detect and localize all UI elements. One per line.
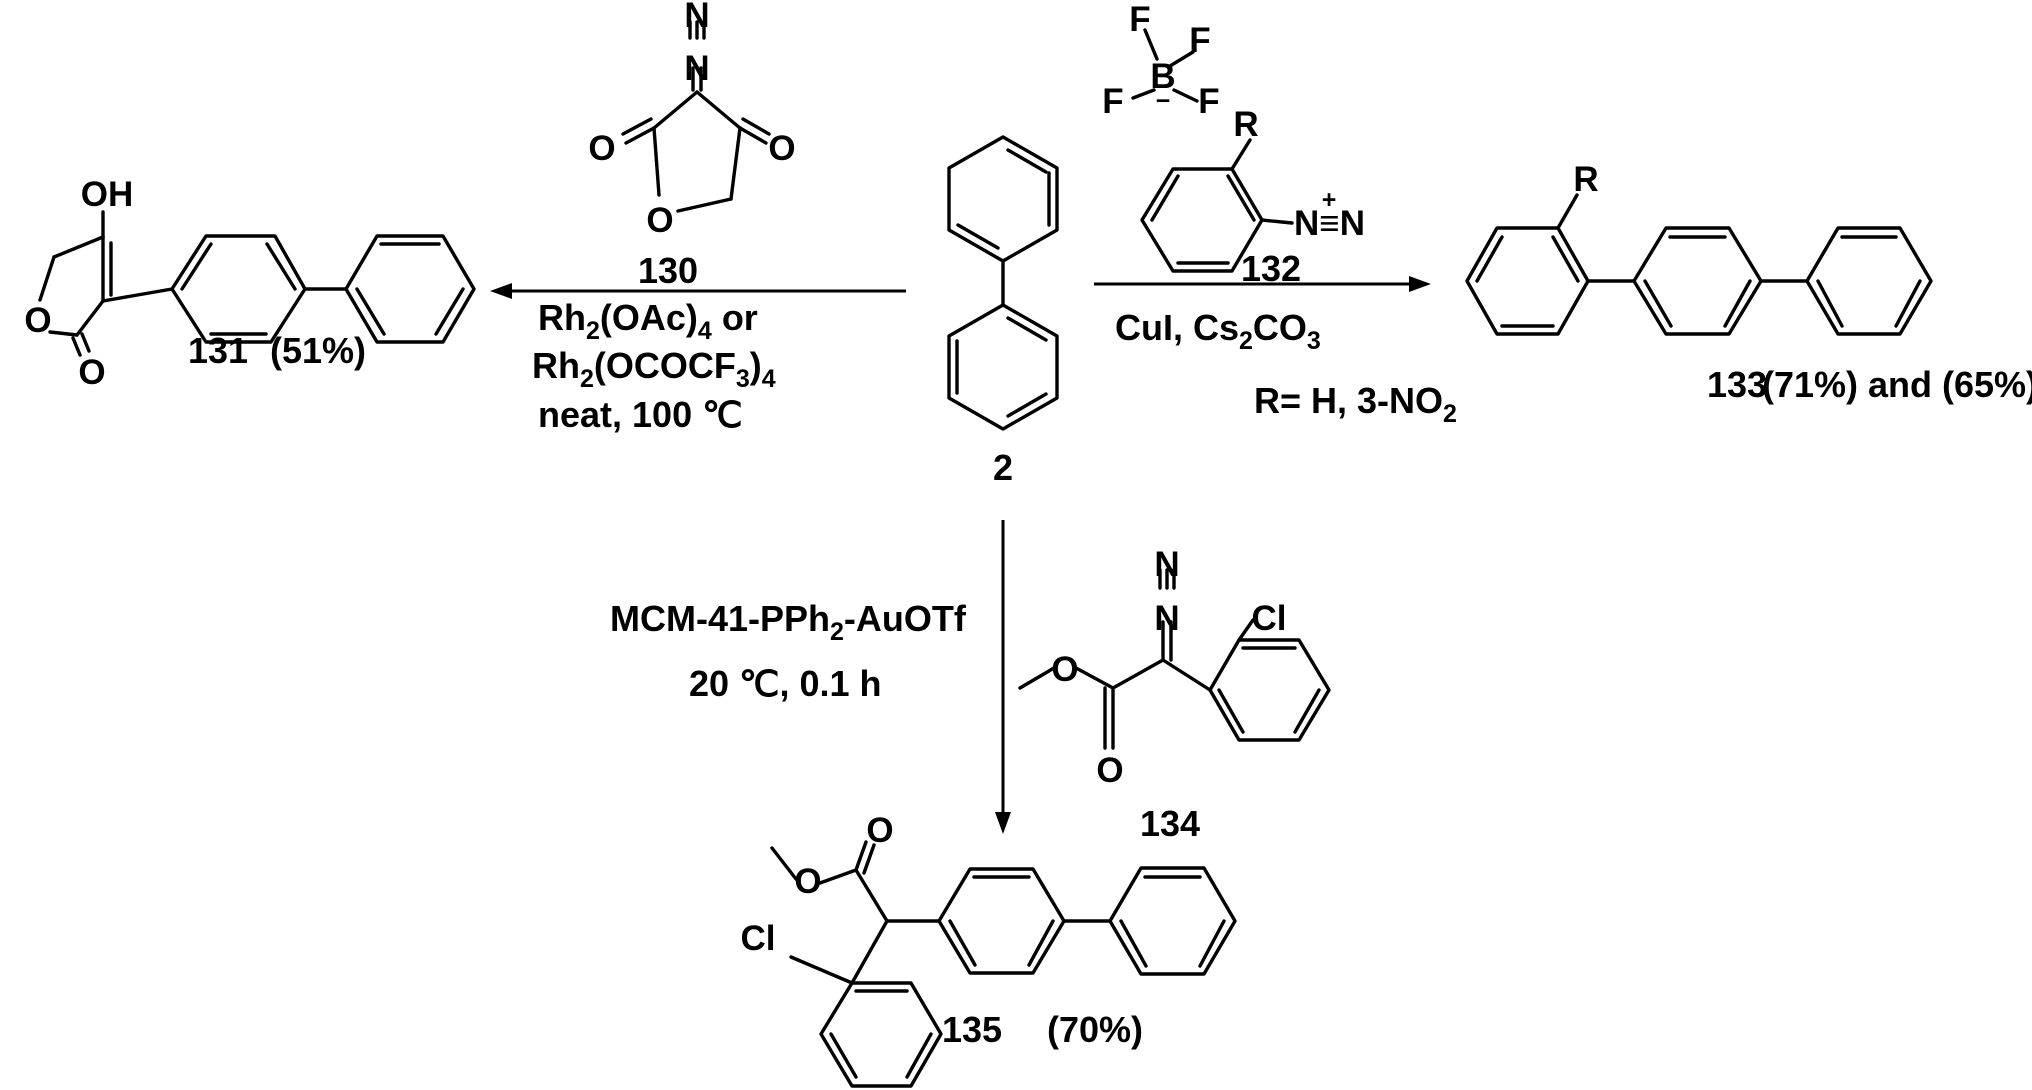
atom-o-131-ring: O (24, 301, 51, 340)
compound-134-structure (1018, 568, 1331, 750)
compound-130-label: 130 (638, 250, 698, 291)
compound-135-label: 135 (942, 1009, 1002, 1050)
atom-n-130a: N (684, 0, 709, 35)
right-r-groups: R= H, 3-NO2 (1254, 380, 1457, 428)
atom-f-132d: F (1198, 82, 1219, 121)
charge-minus-132: − (1156, 87, 1171, 115)
compound-2-structure (947, 135, 1059, 431)
charge-plus-132: + (1322, 186, 1337, 214)
left-catalyst-1: Rh2(OAc)4 or (538, 297, 758, 345)
compound-131-yield: (51%) (270, 330, 366, 371)
left-catalyst-2: Rh2(OCOCF3)4 (532, 345, 776, 393)
compound-133-yield: (71%) and (65%) (1762, 364, 2032, 405)
compound-132-label: 132 (1241, 248, 1301, 289)
reaction-arrow-left (490, 283, 906, 299)
reaction-arrow-right (1094, 276, 1431, 292)
atom-f-132b: F (1189, 21, 1210, 60)
compound-130-structure (621, 20, 771, 213)
atom-n-134a: N (1154, 545, 1179, 584)
compound-133-label: 133 (1707, 364, 1767, 405)
compound-134-label: 134 (1140, 803, 1200, 844)
atom-o-134-ether: O (1051, 650, 1078, 689)
right-reagents: CuI, Cs2CO3 (1115, 307, 1321, 355)
left-conditions: neat, 100 ℃ (538, 394, 743, 435)
atom-r-132: R (1233, 105, 1258, 144)
atom-cl-135: Cl (741, 919, 776, 958)
compound-135-structure (770, 840, 1237, 1088)
compound-131-label: 131 (188, 330, 248, 371)
atom-o-130-left: O (588, 129, 615, 168)
atom-o-134-carbonyl: O (1096, 751, 1123, 790)
atom-r-133: R (1573, 160, 1598, 199)
atom-cl-134: Cl (1252, 599, 1287, 638)
bottom-catalyst: MCM-41-PPh2-AuOTf (610, 598, 967, 646)
atom-n-134b: N (1154, 599, 1179, 638)
atom-f-132a: F (1129, 0, 1150, 39)
compound-131-structure (38, 210, 476, 357)
compound-132-structure (1131, 28, 1294, 273)
atom-b-132: B (1150, 57, 1175, 96)
atom-n-triple-132: N≡N (1294, 204, 1365, 243)
atom-o-131-carbonyl: O (78, 353, 105, 392)
compound-135-yield: (70%) (1047, 1009, 1143, 1050)
atom-n-130b: N (684, 49, 709, 88)
bottom-conditions: 20 ℃, 0.1 h (689, 663, 882, 704)
atom-o-130-ring: O (646, 201, 673, 240)
atom-o-135-ether: O (794, 862, 821, 901)
compound-133-structure (1465, 193, 1933, 336)
reaction-arrow-down (995, 520, 1011, 834)
atom-o-135-carbonyl: O (866, 811, 893, 850)
atom-f-132c: F (1102, 82, 1123, 121)
atom-oh-131: OH (81, 175, 134, 214)
atom-o-130-right: O (768, 129, 795, 168)
compound-2-label: 2 (993, 447, 1013, 488)
